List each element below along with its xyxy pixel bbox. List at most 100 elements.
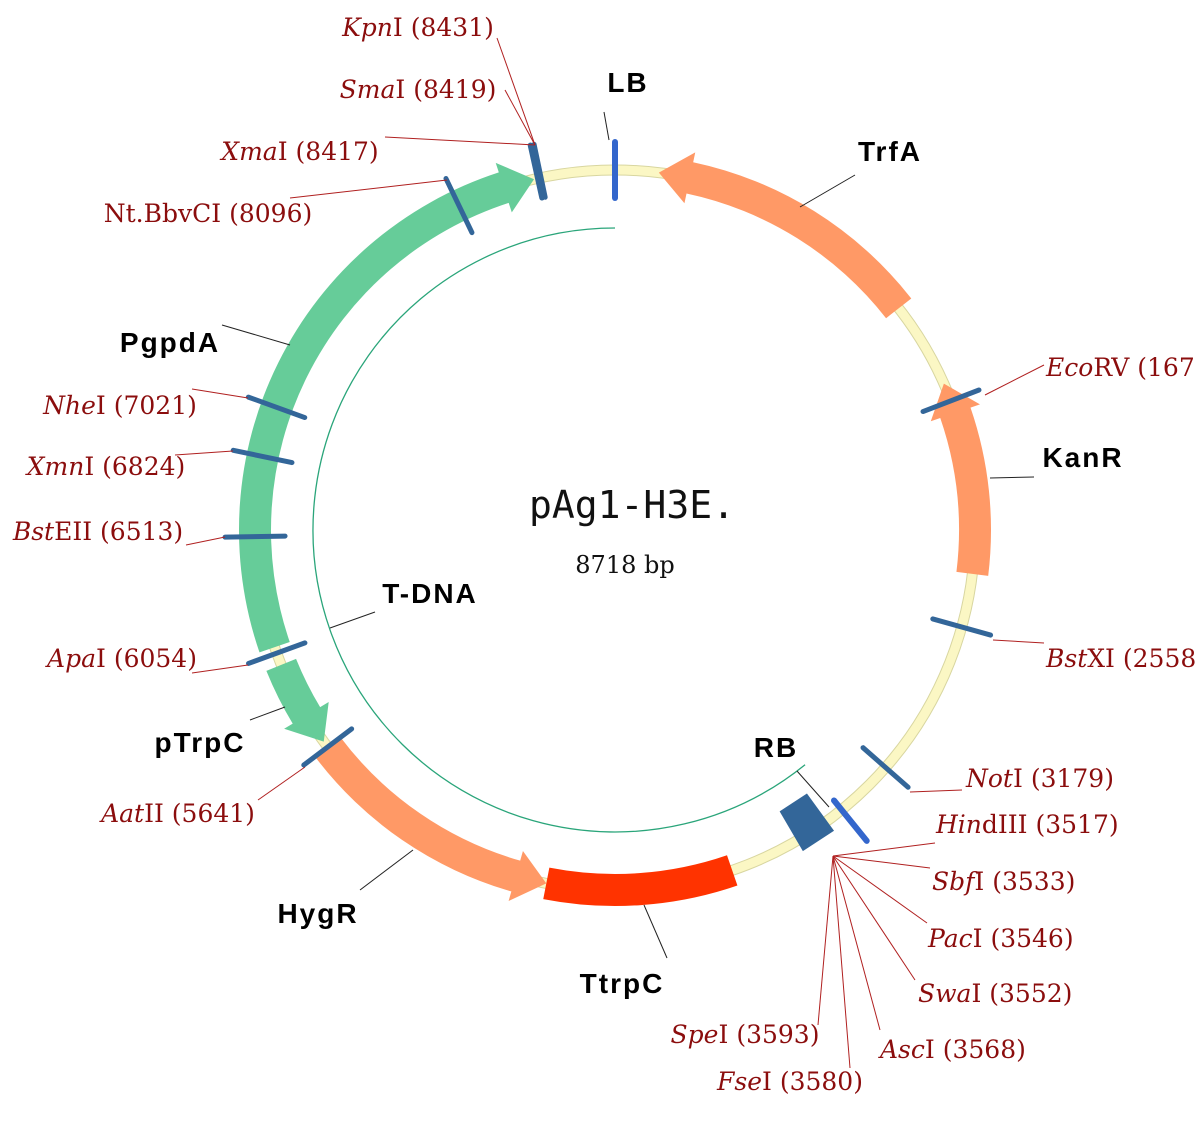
- enzyme-name-suffix: I: [971, 979, 989, 1008]
- site-label[interactable]: AscI (3568): [878, 1035, 1026, 1064]
- site-label[interactable]: BstEII (6513): [12, 517, 183, 546]
- site-label[interactable]: SpeI (3593): [671, 1020, 820, 1049]
- feature-label-ttrpc: TtrpC: [580, 968, 665, 999]
- site-position: (3546): [990, 924, 1073, 953]
- enzyme-name-italic: Eco: [1045, 353, 1093, 382]
- region-leader-line: [329, 611, 376, 629]
- site-leader-line: [817, 855, 834, 1026]
- site-tick: [222, 533, 288, 540]
- enzyme-name-italic: Bst: [1045, 644, 1088, 673]
- site-position: (8096): [229, 199, 312, 228]
- region-label-tdna: T-DNA: [382, 578, 478, 609]
- site-position: (3568): [943, 1035, 1026, 1064]
- site-leader-line: [185, 536, 226, 546]
- feature-hygr[interactable]: [314, 737, 547, 902]
- site-leader-line: [832, 842, 936, 857]
- site-leader-line: [289, 179, 448, 199]
- enzyme-name-italic: Sma: [340, 75, 396, 104]
- feature-leader-line: [643, 904, 668, 959]
- site-label[interactable]: SbfI (3533): [932, 867, 1075, 896]
- feature-ptrpc[interactable]: [266, 658, 329, 742]
- site-leader-line: [257, 766, 306, 801]
- enzyme-name-italic: Pac: [927, 924, 973, 953]
- feature-label-hygr: HygR: [277, 898, 358, 929]
- feature-pgpda[interactable]: [239, 162, 535, 653]
- site-label[interactable]: XmaI (8417): [219, 137, 378, 166]
- enzyme-name-suffix: dIII: [982, 810, 1036, 839]
- site-leader-line: [909, 789, 963, 793]
- site-leader-line: [832, 855, 881, 1031]
- feature-trfa[interactable]: [658, 152, 912, 319]
- tdna-region: [312, 227, 806, 833]
- restriction-sites: [174, 37, 1045, 1069]
- labels: KpnI (8431)SmaI (8419)XmaI (8417)Nt.BbvC…: [12, 13, 1196, 1096]
- site-label[interactable]: FseI (3580): [716, 1067, 863, 1096]
- enzyme-name-italic: Nhe: [42, 391, 96, 420]
- site-label[interactable]: EcoRV (167: [1045, 353, 1195, 382]
- feature-label-ptrpc: pTrpC: [155, 727, 246, 758]
- site-leader-line: [832, 855, 928, 924]
- enzyme-name-italic: Hin: [935, 810, 982, 839]
- site-cluster-block: [779, 793, 835, 852]
- site-position: (8431): [411, 13, 494, 42]
- enzyme-name-italic: Sbf: [932, 867, 978, 896]
- site-label[interactable]: Nt.BbvCI (8096): [104, 199, 312, 228]
- enzyme-name-italic: Apa: [45, 644, 96, 673]
- site-label[interactable]: ApaI (6054): [45, 644, 197, 673]
- feature-leader-line: [221, 324, 291, 346]
- site-position: (3517): [1035, 810, 1118, 839]
- enzyme-name-suffix: I: [973, 924, 991, 953]
- feature-kanr[interactable]: [930, 383, 991, 576]
- site-position: (6054): [114, 644, 197, 673]
- enzyme-name-suffix: I: [96, 644, 114, 673]
- enzyme-name-suffix: I: [925, 1035, 943, 1064]
- site-position: (167: [1137, 353, 1194, 382]
- site-label[interactable]: HindIII (3517): [935, 810, 1119, 839]
- enzyme-name-suffix: I: [395, 75, 413, 104]
- site-tick: [860, 745, 911, 790]
- site-leader-line: [984, 364, 1045, 396]
- site-label[interactable]: SmaI (8419): [340, 75, 497, 104]
- feature-label-trfa: TrfA: [858, 136, 922, 167]
- site-leader-line: [174, 450, 234, 456]
- enzyme-name-suffix: I: [393, 13, 411, 42]
- site-leader-line: [384, 136, 536, 146]
- site-position: (3552): [989, 979, 1072, 1008]
- site-label[interactable]: KpnI (8431): [341, 13, 494, 42]
- enzyme-name-suffix: I: [278, 137, 296, 166]
- border-leader-line: [603, 111, 610, 141]
- enzyme-name-suffix: I: [974, 867, 992, 896]
- enzyme-name-suffix: RV: [1093, 353, 1137, 382]
- site-label[interactable]: PacI (3546): [927, 924, 1074, 953]
- site-tick: [245, 394, 308, 421]
- features: [239, 152, 991, 906]
- enzyme-name-suffix: Nt.BbvCI: [104, 199, 229, 228]
- enzyme-name-italic: Bst: [12, 517, 55, 546]
- tdna-arc: [312, 227, 806, 833]
- enzyme-name-italic: Xmn: [25, 452, 85, 481]
- site-position: (5641): [172, 799, 255, 828]
- site-label[interactable]: SwaI (3552): [918, 979, 1072, 1008]
- site-label[interactable]: XmnI (6824): [25, 452, 186, 481]
- site-tick: [443, 176, 475, 236]
- plasmid-name: pAg1-H3E.: [529, 483, 735, 527]
- site-label[interactable]: NotI (3179): [965, 764, 1114, 793]
- enzyme-name-italic: Not: [965, 764, 1014, 793]
- enzyme-name-italic: Spe: [671, 1020, 719, 1049]
- site-label[interactable]: BstXI (2558: [1045, 644, 1196, 673]
- enzyme-name-italic: Xma: [219, 137, 277, 166]
- site-leader-line: [832, 855, 916, 981]
- site-tick: [246, 640, 308, 666]
- site-label[interactable]: NheI (7021): [42, 391, 197, 420]
- enzyme-name-suffix: I: [718, 1020, 736, 1049]
- border-rb-tick[interactable]: [831, 797, 870, 844]
- site-position: (3179): [1031, 764, 1114, 793]
- site-label[interactable]: AatII (5641): [99, 799, 255, 828]
- site-tick: [531, 141, 548, 200]
- enzyme-name-suffix: I: [1013, 764, 1031, 793]
- site-position: (6513): [100, 517, 183, 546]
- enzyme-name-suffix: EII: [54, 517, 100, 546]
- enzyme-name-suffix: I: [762, 1067, 780, 1096]
- feature-ttrpc[interactable]: [543, 855, 738, 906]
- site-position: (8419): [413, 75, 496, 104]
